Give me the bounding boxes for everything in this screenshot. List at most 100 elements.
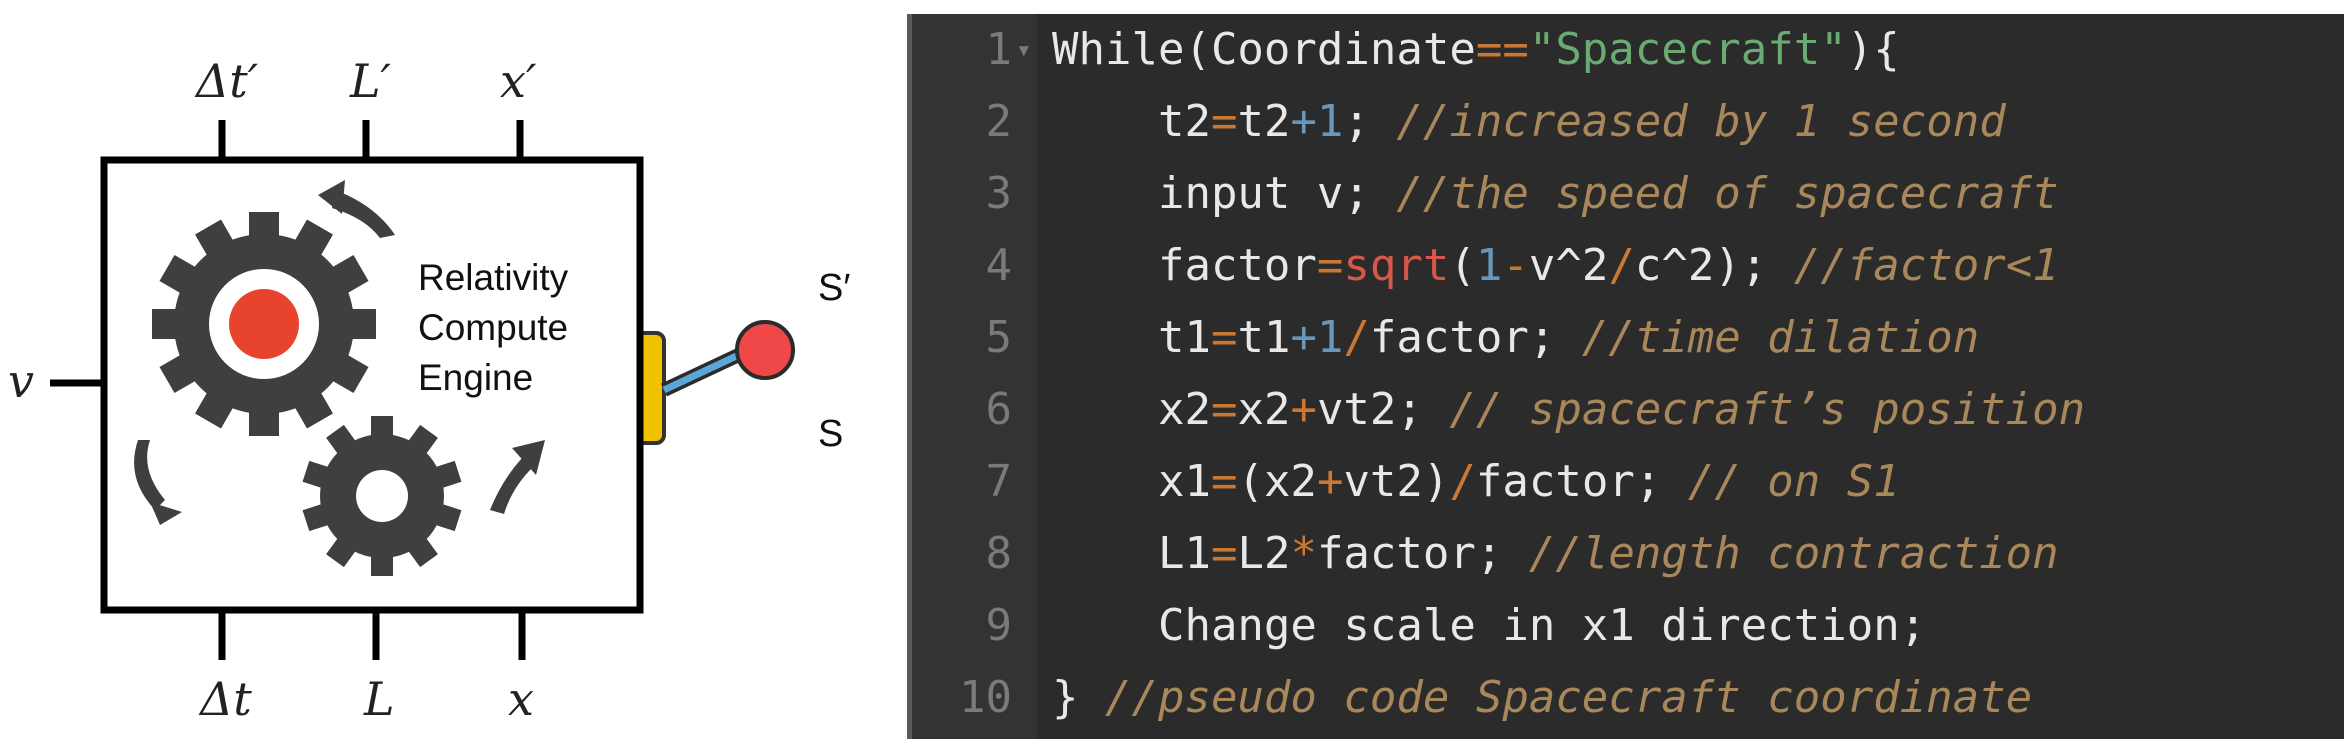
code-token: "Spacecraft" bbox=[1528, 24, 1847, 75]
code-text: While(Coordinate=="Spacecraft"){ bbox=[1052, 14, 1900, 86]
bottom-label-l: L bbox=[364, 672, 395, 726]
code-editor-panel: 1▾While(Coordinate=="Spacecraft"){2 t2=t… bbox=[907, 14, 2344, 739]
rotation-arrow-icon bbox=[134, 440, 182, 525]
code-token: 1 bbox=[1475, 240, 1503, 291]
code-token: - bbox=[1502, 240, 1529, 291]
code-line: 8 L1=L2*factor; //length contraction bbox=[912, 518, 2344, 590]
code-token: ( bbox=[1449, 240, 1476, 291]
code-text: input v; //the speed of spacecraft bbox=[1052, 158, 2059, 230]
code-token: (x2 bbox=[1237, 456, 1317, 507]
code-token: x2 bbox=[1237, 384, 1291, 435]
code-token: L2 bbox=[1237, 528, 1291, 579]
code-token: * bbox=[1290, 528, 1317, 579]
code-line: 4 factor=sqrt(1-v^2/c^2); //factor<1 bbox=[912, 230, 2344, 302]
code-token: Change scale in x1 direction; bbox=[1052, 600, 1927, 651]
bottom-label-x: x bbox=[508, 672, 534, 726]
fold-arrow-icon[interactable]: ▾ bbox=[1016, 35, 1032, 65]
code-token: L1 bbox=[1052, 528, 1211, 579]
code-token: //factor<1 bbox=[1793, 240, 2059, 291]
code-token: / bbox=[1449, 456, 1476, 507]
code-text: } //pseudo code Spacecraft coordinate bbox=[1052, 662, 2032, 734]
code-text: x2=x2+vt2; // spacecraft’s position bbox=[1052, 374, 2085, 446]
code-token: While(Coordinate bbox=[1052, 24, 1476, 75]
code-line: 3 input v; //the speed of spacecraft bbox=[912, 158, 2344, 230]
line-number: 6 bbox=[985, 384, 1013, 435]
code-token: + bbox=[1316, 456, 1344, 507]
code-token: = bbox=[1210, 96, 1238, 147]
small-gear-icon bbox=[302, 416, 462, 576]
code-text: factor=sqrt(1-v^2/c^2); //factor<1 bbox=[1052, 230, 2059, 302]
code-token: sqrt bbox=[1343, 240, 1450, 291]
code-token: ; bbox=[1343, 96, 1397, 147]
engine-label-line: Relativity bbox=[418, 257, 569, 298]
relativity-engine-diagram: Δt′ L′ x′ Δt L x v S′ S Relativity Compu… bbox=[0, 0, 890, 753]
input-label-v: v bbox=[8, 354, 34, 408]
code-text: L1=L2*factor; //length contraction bbox=[1052, 518, 2059, 590]
code-token: t1 bbox=[1237, 312, 1291, 363]
code-token: +1 bbox=[1290, 96, 1344, 147]
code-line: 6 x2=x2+vt2; // spacecraft’s position bbox=[912, 374, 2344, 446]
large-gear-icon bbox=[152, 212, 376, 436]
code-token: factor; bbox=[1316, 528, 1529, 579]
code-token: //time dilation bbox=[1581, 312, 1980, 363]
code-line: 1▾ While(Coordinate=="Spacecraft"){ bbox=[912, 14, 2344, 86]
line-number: 8 bbox=[985, 528, 1013, 579]
code-token: t2 bbox=[1237, 96, 1291, 147]
code-token: x2 bbox=[1052, 384, 1211, 435]
code-line: 10} //pseudo code Spacecraft coordinate bbox=[912, 662, 2344, 734]
code-token: t2 bbox=[1052, 96, 1211, 147]
frame-label-s-prime: S′ bbox=[818, 267, 851, 309]
code-token: // spacecraft’s position bbox=[1449, 384, 2086, 435]
rotation-arrow-icon bbox=[318, 180, 395, 238]
line-number: 10 bbox=[959, 672, 1012, 723]
line-number: 2 bbox=[985, 96, 1013, 147]
code-token: factor; bbox=[1369, 312, 1582, 363]
line-number: 1 bbox=[985, 24, 1013, 75]
code-token: //pseudo code Spacecraft coordinate bbox=[1104, 672, 2033, 723]
code-line: 7 x1=(x2+vt2)/factor; // on S1 bbox=[912, 446, 2344, 518]
code-token: x1 bbox=[1052, 456, 1211, 507]
line-number: 7 bbox=[985, 456, 1013, 507]
code-line: 9 Change scale in x1 direction; bbox=[912, 590, 2344, 662]
line-number: 4 bbox=[985, 240, 1013, 291]
engine-label-line: Compute bbox=[418, 307, 569, 348]
code-token: } bbox=[1052, 672, 1105, 723]
code-text: x1=(x2+vt2)/factor; // on S1 bbox=[1052, 446, 1900, 518]
code-token: / bbox=[1343, 312, 1370, 363]
code-token: t1 bbox=[1052, 312, 1211, 363]
code-token: v^2 bbox=[1528, 240, 1609, 291]
code-token: input v; bbox=[1052, 168, 1397, 219]
engine-box-drawing bbox=[50, 120, 795, 660]
top-label-l-prime: L′ bbox=[350, 54, 391, 108]
code-text: t1=t1+1/factor; //time dilation bbox=[1052, 302, 1979, 374]
line-number: 3 bbox=[985, 168, 1013, 219]
code-text: t2=t2+1; //increased by 1 second bbox=[1052, 86, 2006, 158]
code-line: 5 t1=t1+1/factor; //time dilation bbox=[912, 302, 2344, 374]
code-token: + bbox=[1290, 384, 1317, 435]
line-number-gutter bbox=[912, 14, 1037, 739]
line-number: 5 bbox=[985, 312, 1013, 363]
rotation-arrow-icon bbox=[490, 440, 545, 514]
code-token: = bbox=[1210, 456, 1238, 507]
code-token: //increased by 1 second bbox=[1396, 96, 2006, 147]
code-token: = bbox=[1316, 240, 1344, 291]
code-token: = bbox=[1210, 528, 1238, 579]
code-token: = bbox=[1210, 384, 1238, 435]
bottom-label-delta-t: Δt bbox=[200, 672, 252, 726]
lever-stick bbox=[662, 348, 747, 394]
code-text: Change scale in x1 direction; bbox=[1052, 590, 1926, 662]
code-token: ); bbox=[1714, 240, 1794, 291]
top-label-x-prime: x′ bbox=[500, 54, 537, 108]
code-token: //the speed of spacecraft bbox=[1396, 168, 2059, 219]
frame-label-s: S bbox=[818, 413, 844, 455]
code-token: +1 bbox=[1290, 312, 1344, 363]
code-token: // on S1 bbox=[1687, 456, 1900, 507]
lever-knob-icon bbox=[735, 320, 795, 380]
engine-label: Relativity Compute Engine bbox=[418, 253, 568, 403]
code-token: = bbox=[1210, 312, 1238, 363]
line-number: 9 bbox=[985, 600, 1013, 651]
code-token: / bbox=[1608, 240, 1635, 291]
engine-label-line: Engine bbox=[418, 357, 534, 398]
code-token: //length contraction bbox=[1528, 528, 2059, 579]
top-label-delta-t-prime: Δt′ bbox=[196, 54, 259, 108]
